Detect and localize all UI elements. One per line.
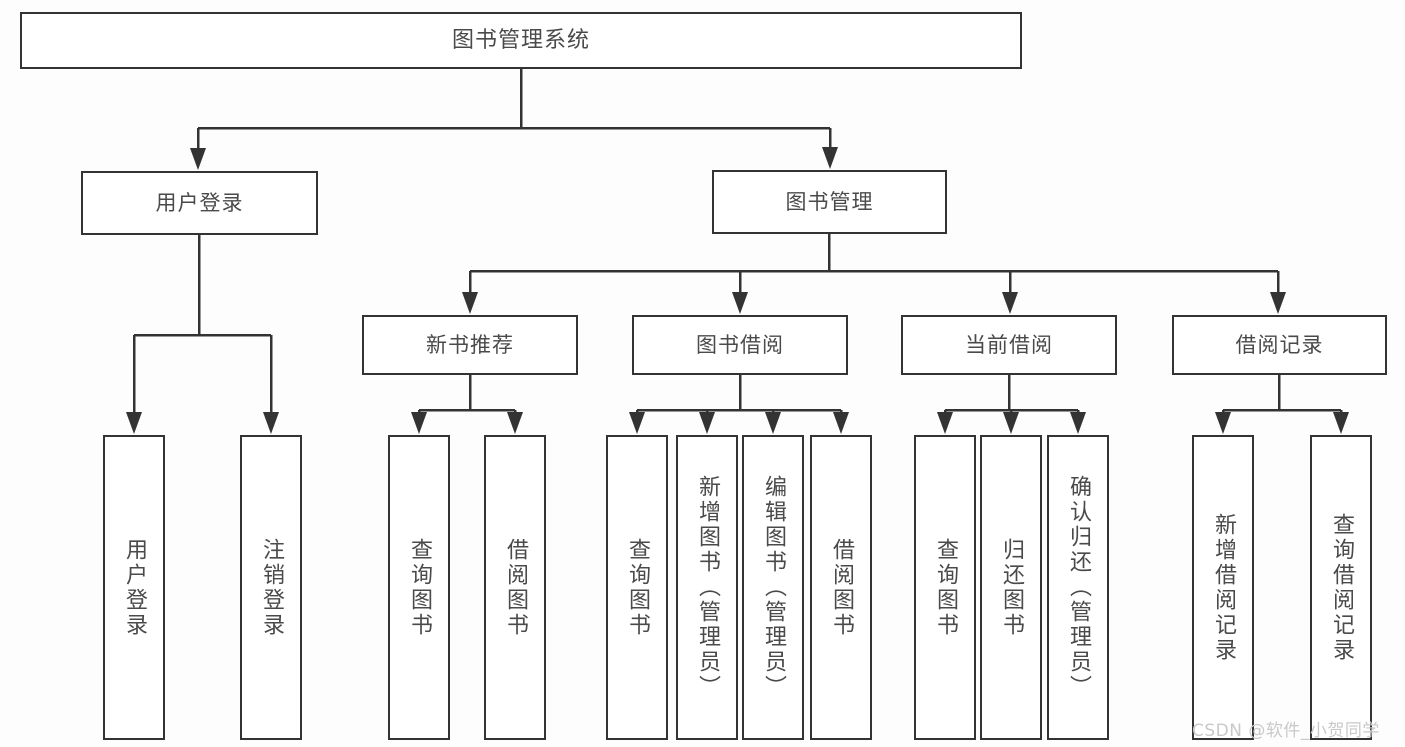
arrowhead-icon [1003, 412, 1019, 434]
node-label: 查询图书 [933, 537, 958, 638]
node-leaf-12[interactable]: 新增借阅记录 [1192, 435, 1254, 740]
arrowhead-icon [1270, 292, 1286, 314]
arrowhead-icon [629, 412, 645, 434]
node-label: 归还图书 [999, 537, 1024, 638]
node-label: 新增借阅记录 [1211, 512, 1236, 663]
arrowhead-icon [1333, 412, 1349, 434]
arrowhead-icon [822, 147, 838, 169]
arrowhead-icon [1215, 412, 1231, 434]
node-records[interactable]: 借阅记录 [1172, 315, 1387, 375]
node-leaf-13[interactable]: 查询借阅记录 [1310, 435, 1372, 740]
arrowhead-icon [263, 412, 279, 434]
node-leaf-9[interactable]: 查询图书 [914, 435, 976, 740]
node-label: 新书推荐 [426, 332, 514, 357]
node-current[interactable]: 当前借阅 [901, 315, 1117, 375]
node-label: 用户登录 [122, 537, 147, 638]
csdn-watermark: CSDN @软件_小贺同学 [1192, 721, 1380, 741]
node-leaf-8[interactable]: 借阅图书 [810, 435, 872, 740]
arrowhead-icon [765, 412, 781, 434]
node-bookmgr[interactable]: 图书管理 [712, 170, 947, 234]
node-leaf-3[interactable]: 查询图书 [388, 435, 450, 740]
node-leaf-11[interactable]: 确认归还（管理员） [1047, 435, 1109, 740]
node-login[interactable]: 用户登录 [81, 171, 318, 235]
arrowhead-icon [699, 412, 715, 434]
node-root[interactable]: 图书管理系统 [20, 12, 1022, 69]
arrowhead-icon [1002, 292, 1018, 314]
node-label: 借阅图书 [503, 537, 528, 638]
arrowhead-icon [126, 412, 142, 434]
node-label: 借阅记录 [1235, 332, 1324, 357]
node-label: 新增图书（管理员） [695, 475, 720, 700]
node-leaf-4[interactable]: 借阅图书 [484, 435, 546, 740]
node-label: 图书管理 [785, 189, 874, 214]
node-leaf-5[interactable]: 查询图书 [606, 435, 668, 740]
node-label: 注销登录 [259, 537, 284, 638]
arrowhead-icon [1070, 412, 1086, 434]
node-label: 编辑图书（管理员） [761, 475, 786, 700]
node-label: 查询借阅记录 [1329, 512, 1354, 663]
arrowhead-icon [937, 412, 953, 434]
node-label: 图书借阅 [696, 332, 784, 357]
node-leaf-2[interactable]: 注销登录 [240, 435, 302, 740]
arrowhead-icon [833, 412, 849, 434]
node-label: 查询图书 [625, 537, 650, 638]
arrowhead-icon [411, 412, 427, 434]
node-newbook[interactable]: 新书推荐 [362, 315, 578, 375]
connector-group [126, 69, 1349, 434]
node-leaf-6[interactable]: 新增图书（管理员） [676, 435, 738, 740]
node-label: 查询图书 [407, 537, 432, 638]
node-leaf-1[interactable]: 用户登录 [103, 435, 165, 740]
node-label: 确认归还（管理员） [1066, 475, 1091, 700]
node-leaf-10[interactable]: 归还图书 [980, 435, 1042, 740]
node-label: 用户登录 [155, 190, 244, 215]
arrowhead-icon [732, 292, 748, 314]
node-label: 图书管理系统 [451, 27, 590, 53]
node-leaf-7[interactable]: 编辑图书（管理员） [742, 435, 804, 740]
node-label: 当前借阅 [965, 332, 1053, 357]
node-label: 借阅图书 [829, 537, 854, 638]
node-borrow[interactable]: 图书借阅 [632, 315, 848, 375]
arrowhead-icon [190, 148, 206, 170]
arrowhead-icon [462, 292, 478, 314]
arrowhead-icon [507, 412, 523, 434]
